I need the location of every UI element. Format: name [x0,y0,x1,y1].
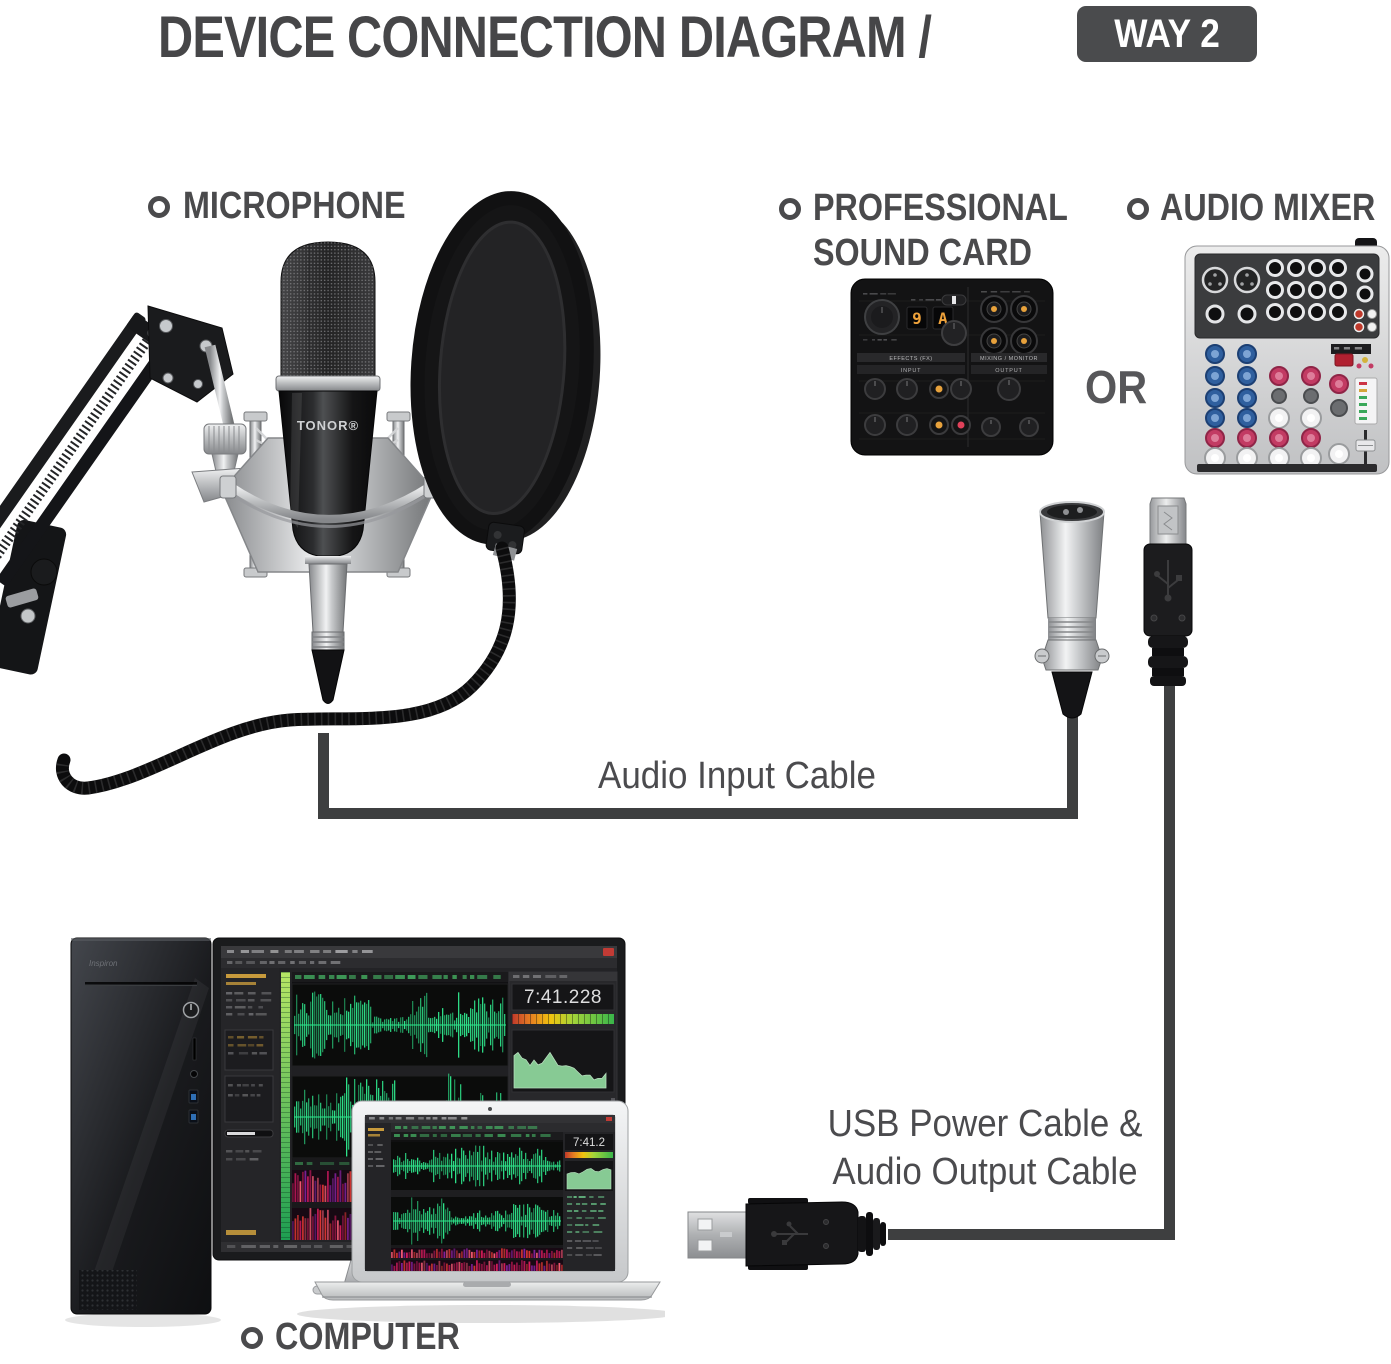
page-title: DEVICE CONNECTION DIAGRAM / [158,5,932,70]
microphone-illustration: TONOR® [0,191,601,795]
computer-label: COMPUTER [275,1316,460,1358]
audio-mixer-illustration [1184,238,1390,475]
laptop: 7:41.2 [297,1100,665,1323]
sound-card-bullet-icon [779,198,801,220]
tower-grille [79,1270,137,1310]
sound-card-illustration: 9 A EFFECTS (FX) MIXING / MONITOR INPUT … [850,278,1054,456]
usb-line-horizontal [888,1229,1175,1240]
audio-mixer-bullet-icon [1127,198,1149,220]
level-meter-strip [281,972,290,1240]
microphone-label: MICROPHONE [183,185,406,227]
pop-filter [410,191,601,545]
monitor-timecode: 7:41.228 [524,987,602,1008]
mixer-jack-grid [1266,259,1347,321]
usb-trident-icon [776,1225,808,1243]
desktop-tower: Inspiron [65,937,221,1327]
sound-card-display [906,306,928,330]
xlr-connector-illustration [1034,501,1110,719]
sound-card-input-knobs [864,378,972,436]
mic-brand-logo: TONOR® [297,418,359,433]
close-button-icon [603,948,614,956]
usb-a-connector-illustration [687,1198,886,1270]
laptop-timecode: 7:41.2 [573,1137,605,1149]
usb-b-connector-illustration [1143,497,1193,686]
sound-card-label-line1: PROFESSIONAL [813,187,1068,229]
pop-filter-gooseneck [56,541,518,795]
audio-input-cable-label: Audio Input Cable [598,755,876,797]
or-label: OR [1085,361,1148,413]
mixer-jack-panel [1194,253,1380,339]
audio-input-line-left [318,733,329,819]
mixer-master-section [1328,353,1378,466]
sound-card-label-line2: SOUND CARD [813,232,1032,274]
computer-bullet-icon [241,1327,263,1349]
audio-input-line-bottom [318,808,1078,819]
sound-card-output-knobs [981,377,1039,437]
webcam-icon [488,1107,492,1111]
section-input-label: INPUT [901,368,922,374]
usb-line-vertical [1164,680,1175,1240]
shock-mount-band [227,482,433,523]
headphone-jack [190,1070,198,1078]
usb-cable-label-line1: USB Power Cable & [827,1103,1143,1145]
section-mixing-label: MIXING / MONITOR [980,356,1038,362]
mixer-brand-plate [1331,344,1371,354]
mic-arm-lower [0,519,67,675]
way-badge-label: WAY 2 [1114,11,1220,56]
section-effects-label: EFFECTS (FX) [889,356,932,362]
microphone-bullet-icon [148,196,170,218]
tower-logo: Inspiron [89,959,118,968]
computer-illustration: Inspiron [65,937,665,1327]
timecode-display [511,983,615,1011]
condenser-microphone: TONOR® [275,241,381,704]
sd-card-slot [192,1037,197,1061]
laptop-screen: 7:41.2 [364,1114,616,1272]
display-digit-left: 9 [912,309,922,328]
mixer-channel-knobs [1204,344,1322,469]
audio-input-line-right [1067,692,1078,819]
level-meter-bar [512,1014,614,1024]
section-output-label: OUTPUT [995,368,1022,374]
audio-mixer-label: AUDIO MIXER [1160,187,1376,229]
laptop-timecode-display [565,1134,613,1150]
usb-trident-icon [1157,560,1179,596]
usb-cable-label: USB Power Cable & Audio Output Cable [815,1100,1155,1196]
way-badge: WAY 2 [1077,6,1257,62]
display-digit-right: A [938,309,948,328]
usb-cable-label-line2: Audio Output Cable [832,1151,1138,1193]
sound-card-label: PROFESSIONAL SOUND CARD [813,186,1068,276]
mixer-rca-jacks [1353,308,1377,333]
